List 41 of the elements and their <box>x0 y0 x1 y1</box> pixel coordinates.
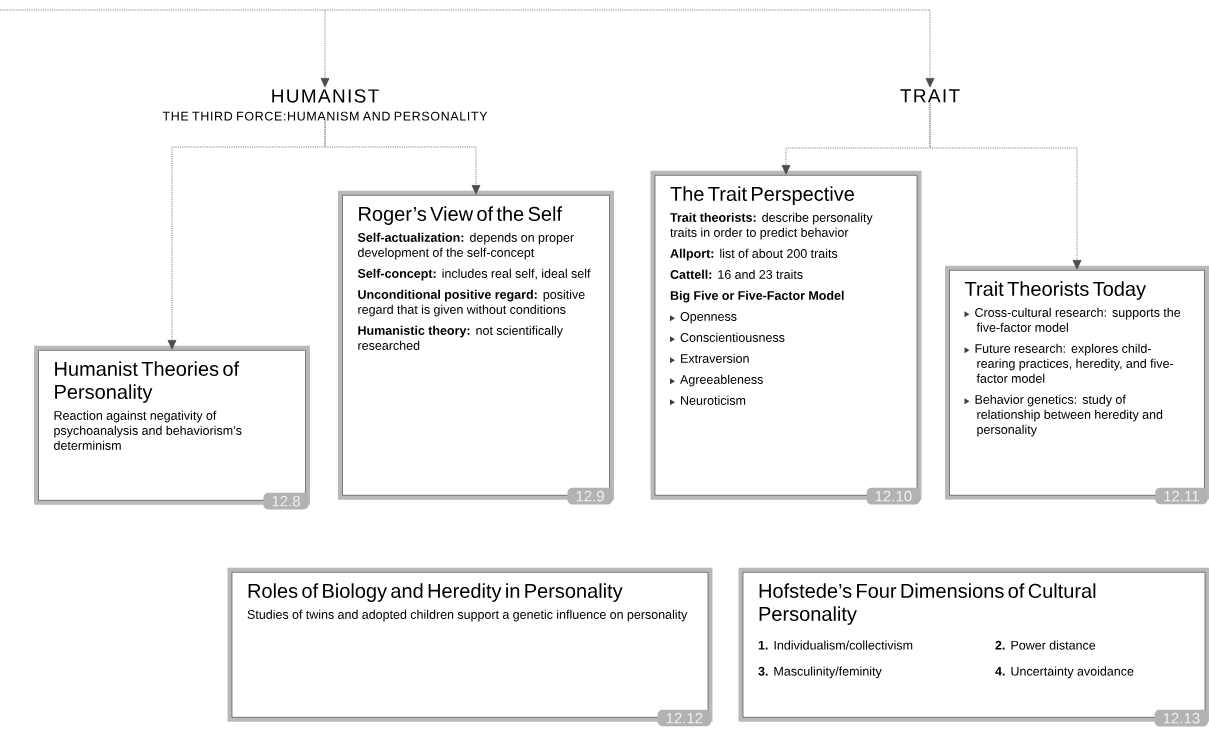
list-item: Behavior genetics: study of relationship between heredity and personality <box>975 394 1163 437</box>
arrow <box>324 121 481 195</box>
topic-box <box>945 265 1209 500</box>
list-item: Future research: explores child-rearing practices, heredity, and five-factor model <box>975 343 1174 383</box>
list-item: Cross-cultural research: supports the five-factor model <box>975 307 1181 332</box>
list-item: 4. Uncertainty avoidance <box>995 666 1134 679</box>
section-heading: HUMANIST <box>272 89 379 103</box>
topic-box <box>227 567 713 722</box>
box-title: Hofstede’s Four Dimensions of Cultural Personality <box>759 583 1096 625</box>
box-text: Humanistic theory: not scientifically researched <box>358 325 563 350</box>
box-text: Unconditional positive regard: positive regard that is given without conditions <box>358 289 585 317</box>
box-text: Reaction against negativity of psychoanalysis and behaviorism’s determinism <box>54 410 242 450</box>
arrow <box>324 9 935 88</box>
arrow <box>0 9 330 88</box>
box-title: The Trait Perspective <box>670 186 854 205</box>
list-heading: Big Five or Five-Factor Model <box>670 290 844 303</box>
list-item: 2. Power distance <box>995 640 1096 650</box>
box-title: Roger’s View of the Self <box>359 206 563 225</box>
box-text: Trait theorists: describe personality traits in order to predict behavior <box>670 212 873 240</box>
box-text: Studies of twins and adopted children support a genetic influence on personality <box>247 609 688 622</box>
box-text: Self-actualization: depends on proper development of the self-concept <box>357 232 574 260</box>
topic-box <box>738 567 1209 722</box>
list-item: 3. Masculinity/feminity <box>758 666 882 679</box>
list-item: Agreeableness <box>680 374 763 387</box>
topic-box <box>338 190 614 500</box>
box-text: Allport: list of about 200 traits <box>670 248 838 261</box>
list-item: Openness <box>680 312 737 324</box>
list-item: Neuroticism <box>681 395 746 405</box>
box-title: Humanist Theories of Personality <box>55 361 240 403</box>
section-heading: TRAIT <box>900 89 960 103</box>
section-subheading: THE THIRD FORCE:HUMANISM AND PERSONALITY <box>162 111 488 121</box>
box-title: Roles of Biology and Heredity in Personality <box>248 583 623 602</box>
box-text: Self-concept: includes real self, ideal self <box>357 268 591 281</box>
list-item: Extraversion <box>681 353 749 363</box>
box-title: Trait Theorists Today <box>964 281 1146 300</box>
topic-box <box>650 170 922 500</box>
list-item: 1. Individualism/collectivism <box>758 640 913 650</box>
topic-box <box>34 345 310 505</box>
list-item: Conscientiousness <box>680 332 785 342</box>
arrow <box>929 103 1082 270</box>
box-text: Cattell: 16 and 23 traits <box>670 269 803 279</box>
